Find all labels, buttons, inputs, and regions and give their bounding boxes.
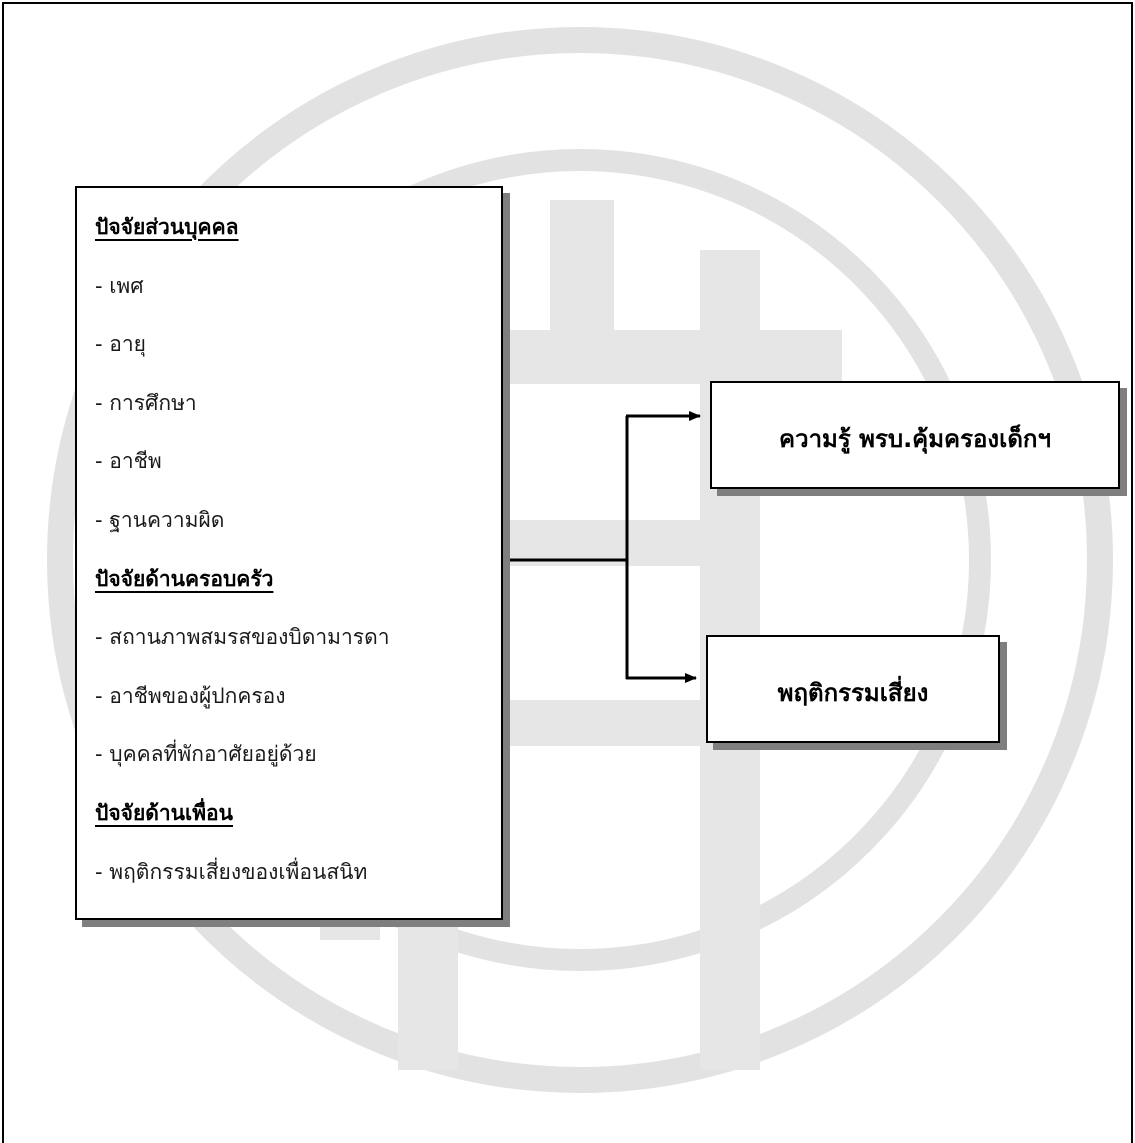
factor-item: - การศึกษา xyxy=(95,390,197,415)
factor-heading: ปัจจัยส่วนบุคคล xyxy=(95,215,239,239)
factor-heading: ปัจจัยด้านครอบครัว xyxy=(95,566,274,591)
knowledge-box: ความรู้ พรบ.คุ้มครองเด็กฯ xyxy=(710,381,1120,489)
factor-item: - ฐานความผิด xyxy=(95,508,225,532)
factor-item: - อาชีพของผู้ปกครอง xyxy=(95,683,286,708)
knowledge-label: ความรู้ พรบ.คุ้มครองเด็กฯ xyxy=(779,425,1051,453)
factor-item: - อายุ xyxy=(95,332,146,357)
factor-heading: ปัจจัยด้านเพื่อน xyxy=(95,801,234,825)
behavior-box: พฤติกรรมเสี่ยง xyxy=(706,635,1000,743)
factor-item: - บุคคลที่พักอาศัยอยู่ด้วย xyxy=(95,742,317,767)
factor-item: - สถานภาพสมรสของบิดามารดา xyxy=(95,625,390,650)
factor-item: - อาชีพ xyxy=(95,449,162,474)
factor-item: - เพศ xyxy=(95,273,144,298)
factor-item: - พฤติกรรมเสี่ยงของเพื่อนสนิท xyxy=(95,859,368,884)
behavior-label: พฤติกรรมเสี่ยง xyxy=(777,679,929,707)
factors-box: ปัจจัยส่วนบุคคล - เพศ - อายุ - การศึกษา - อา… xyxy=(75,186,503,920)
